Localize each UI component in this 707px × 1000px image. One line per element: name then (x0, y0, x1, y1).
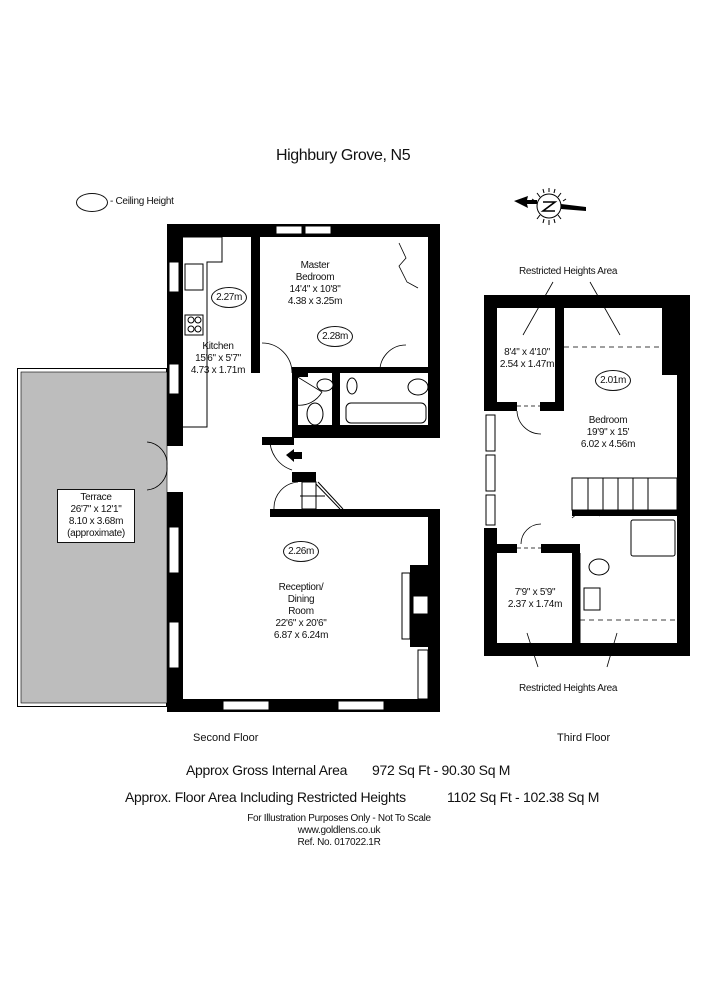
second-floor-fixtures (168, 225, 429, 711)
master-bedroom-metric: 4.38 x 3.25m (287, 296, 343, 307)
compass-north-arrow-icon (514, 188, 586, 225)
footer: For Illustration Purposes Only - Not To … (204, 813, 474, 849)
restricted-area-label: Approx. Floor Area Including Restricted … (125, 789, 406, 805)
restricted-heights-label-top: Restricted Heights Area (519, 266, 618, 277)
reference-number: Ref. No. 017022.1R (297, 837, 381, 848)
bedroom-name: Bedroom (588, 415, 628, 426)
kitchen-name: Kitchen (202, 341, 234, 352)
second-floor-doors (146, 242, 419, 510)
restricted-heights-label-bottom: Restricted Heights Area (519, 683, 618, 694)
terrace-label: Terrace 26'7" x 12'1" 8.10 x 3.68m (appr… (57, 489, 135, 543)
kitchen-metric: 4.73 x 1.71m (190, 365, 246, 376)
master-bedroom-name-2: Bedroom (295, 272, 335, 283)
store-bottom-label: 7'9" x 5'9" 2.37 x 1.74m (500, 587, 570, 611)
reception-ceiling-height: 2.26m (283, 541, 319, 562)
reception-label: Reception/ Dining Room 22'6" x 20'6" 6.8… (256, 582, 346, 642)
bedroom-metric: 6.02 x 4.56m (580, 439, 636, 450)
store-top-imperial: 8'4" x 4'10" (504, 347, 550, 358)
entrance-arrow-icon (286, 449, 302, 462)
terrace-metric: 8.10 x 3.68m (68, 516, 124, 527)
third-floor-walls (484, 295, 690, 656)
restricted-area-value: 1102 Sq Ft - 102.38 Sq M (447, 789, 600, 805)
reception-metric: 6.87 x 6.24m (273, 630, 329, 641)
ceiling-height-legend-label: - Ceiling Height (110, 196, 174, 207)
kitchen-label: Kitchen 15'6" x 5'7" 4.73 x 1.71m (183, 341, 253, 377)
master-bedroom-label: Master Bedroom 14'4" x 10'8" 4.38 x 3.25… (270, 260, 360, 308)
store-top-label: 8'4" x 4'10" 2.54 x 1.47m (495, 347, 559, 371)
website-text: www.goldlens.co.uk (297, 825, 381, 836)
master-bedroom-imperial: 14'4" x 10'8" (289, 284, 341, 295)
master-bedroom-name-1: Master (300, 260, 330, 271)
third-floor-label: Third Floor (557, 732, 611, 744)
terrace-name: Terrace (80, 492, 112, 503)
bedroom-ceiling-height: 2.01m (595, 370, 631, 391)
kitchen-ceiling-height: 2.27m (211, 287, 247, 308)
third-floor-fixtures (485, 414, 678, 643)
reception-name-2: Dining (287, 594, 315, 605)
bedroom-imperial: 19'9" x 15' (586, 427, 630, 438)
ceiling-height-legend-oval-icon (76, 193, 108, 212)
master-bedroom-ceiling-height: 2.28m (317, 326, 353, 347)
store-bottom-metric: 2.37 x 1.74m (507, 599, 563, 610)
second-floor-label: Second Floor (193, 732, 259, 744)
bedroom-label: Bedroom 19'9" x 15' 6.02 x 4.56m (570, 415, 646, 451)
gross-area-label: Approx Gross Internal Area (186, 762, 348, 778)
reception-name-1: Reception/ (278, 582, 324, 593)
terrace-note: (approximate) (67, 528, 125, 539)
kitchen-imperial: 15'6" x 5'7" (195, 353, 241, 364)
page-title: Highbury Grove, N5 (276, 147, 411, 164)
reception-imperial: 22'6" x 20'6" (275, 618, 327, 629)
reception-name-3: Room (288, 606, 314, 617)
store-bottom-imperial: 7'9" x 5'9" (514, 587, 556, 598)
gross-area-value: 972 Sq Ft - 90.30 Sq M (372, 762, 511, 778)
store-top-metric: 2.54 x 1.47m (499, 359, 555, 370)
third-floor-lines (516, 281, 677, 668)
disclaimer-text: For Illustration Purposes Only - Not To … (247, 813, 431, 824)
terrace-imperial: 26'7" x 12'1" (70, 504, 122, 515)
